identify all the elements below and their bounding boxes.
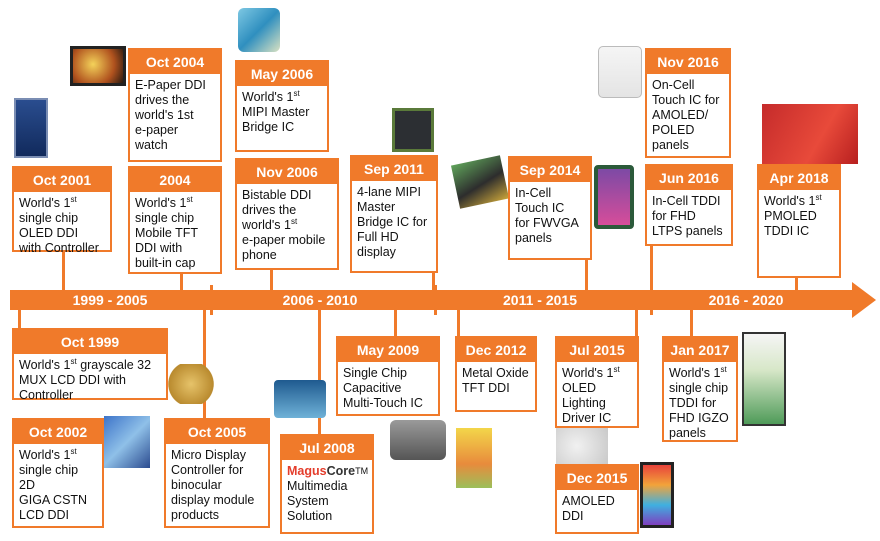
connector-stem [270,268,273,290]
era-separator [650,285,653,315]
milestone-card: May 2009 Single Chip Capacitive Multi-To… [336,336,440,416]
milestone-card: Dec 2015 AMOLED DDI [555,464,639,534]
milestone-date: Jul 2008 [282,436,372,460]
milestone-date: Nov 2016 [647,50,729,74]
tft-display-image [456,428,492,488]
connector-stem [690,310,693,336]
connector-stem [585,258,588,290]
milestone-date: May 2006 [237,62,327,86]
era-label: 2016 - 2020 [708,292,784,308]
connector-stem [394,310,397,336]
milestone-description: Metal Oxide TFT DDI [462,366,529,395]
connector-stem [318,310,321,434]
smartphone-image [598,46,642,98]
connector-stem [432,272,435,290]
milestone-description: Single Chip Capacitive Multi-Touch IC [343,366,423,410]
era-label: 2006 - 2010 [282,292,358,308]
milestone-description: Micro Display Controller for binocular d… [171,448,255,522]
milestone-description: In-Cell Touch IC for FWVGA panels [515,186,579,245]
connector-stem [180,272,183,290]
milestone-date: Oct 2001 [14,168,110,192]
milestone-card: Nov 2016 On-Cell Touch IC for AMOLED/ PO… [645,48,731,158]
milestone-date: Dec 2012 [457,338,535,362]
milestone-card: Dec 2012 Metal Oxide TFT DDI [455,336,537,412]
milestone-description: In-Cell TDDI for FHD LTPS panels [652,194,723,238]
connector-stem [795,278,798,290]
amoled-phone-image [640,462,674,528]
milestone-date: Jul 2015 [557,338,637,362]
connector-stem [650,246,653,290]
oled-chip-image [14,98,48,158]
handheld-device-image [104,416,150,468]
milestone-date: Jan 2017 [664,338,736,362]
touch-ic-image [450,155,510,209]
era-separator [210,285,213,315]
milestone-date: Oct 2004 [130,50,220,74]
mipi-chip-image [392,108,434,152]
maguscore-logo: MagusCore [287,464,356,478]
milestone-date: Oct 2002 [14,420,102,444]
milestone-description: E-Paper DDI drives the world's 1st e-pap… [135,78,206,152]
milestone-card: Sep 2011 4-lane MIPI Master Bridge IC fo… [350,155,438,273]
epaper-watch-image [70,46,126,86]
connector-stem [635,310,638,336]
coin-chip-image [166,364,216,404]
era-separator [434,285,437,315]
milestone-description: On-Cell Touch IC for AMOLED/ POLED panel… [652,78,720,152]
milestone-card: Oct 2004 E-Paper DDI drives the world's … [128,48,222,162]
timeline-axis [10,290,856,310]
milestone-date: Jun 2016 [647,166,731,190]
era-label: 2011 - 2015 [503,292,577,308]
touch-device-image [390,420,446,460]
timeline-arrowhead [852,282,876,318]
milestone-date: Oct 2005 [166,420,268,444]
connector-stem [62,250,65,290]
milestone-date: May 2009 [338,338,438,362]
milestone-card: Oct 1999 World's 1st grayscale 32 MUX LC… [12,328,168,402]
milestone-date: Sep 2011 [352,157,436,181]
pmoled-board-image [762,104,858,164]
connector-stem [457,310,460,336]
milestone-date: Nov 2006 [237,160,337,184]
milestone-date: Sep 2014 [510,158,590,182]
milestone-card: Sep 2014 In-Cell Touch IC for FWVGA pane… [508,156,592,260]
era-label: 1999 - 2005 [72,292,148,308]
milestone-date: Apr 2018 [759,166,839,190]
milestone-date: Oct 1999 [14,330,166,354]
milestone-date: Dec 2015 [557,466,637,490]
milestone-description: World's 1st grayscale 32 MUX LCD DDI wit… [19,356,152,402]
magus-chip-image [274,380,326,418]
igzo-panel-image [742,332,786,426]
flexible-display-image [238,8,280,52]
connector-stem [18,310,21,330]
milestone-card: Jun 2016 In-Cell TDDI for FHD LTPS panel… [645,164,733,246]
milestone-card: Nov 2006 Bistable DDI drives the world's… [235,158,339,270]
milestone-description: 4-lane MIPI Master Bridge IC for Full HD… [357,185,428,259]
phone-display-image [594,165,634,229]
milestone-description: AMOLED DDI [562,494,615,523]
oled-lighting-image [556,428,608,464]
milestone-card: Oct 2005 Micro Display Controller for bi… [164,418,270,528]
milestone-date: 2004 [130,168,220,192]
